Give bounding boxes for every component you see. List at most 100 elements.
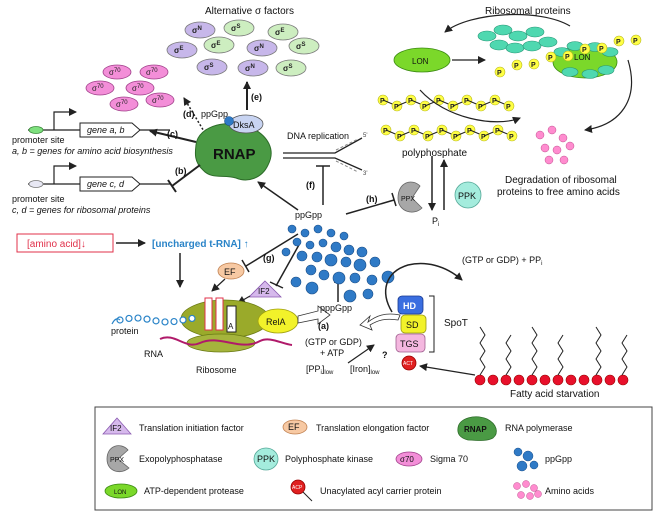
sigma70-label: σ70: [116, 100, 128, 109]
ppgpp-dot: [349, 272, 361, 284]
protein-tail: [111, 318, 121, 325]
trna-site-a: [226, 305, 237, 333]
ppgpp-mid-label: ppGpp: [295, 210, 322, 220]
lon-polyp-p-label: P: [633, 38, 638, 45]
ribosomal-protein: [581, 69, 599, 79]
ppgpp-dot: [340, 256, 352, 268]
sigma70-label: σ70: [146, 68, 158, 77]
polyp-unit: [503, 100, 515, 112]
legend-ppgpp-dot: [513, 447, 523, 457]
ppgpp-dot: [300, 228, 310, 238]
legend-aa-dot: [522, 480, 530, 488]
lon-polyp-unit: [511, 59, 523, 71]
inhibit-b-bar: [167, 179, 177, 193]
ppgpp-cluster: [281, 224, 395, 303]
polyp-p-label: P: [411, 128, 416, 135]
legend-lon-swatch: [104, 483, 138, 499]
polyp-p-label: P: [394, 104, 399, 111]
legend-aa-dot: [517, 491, 525, 499]
cycle-arrow-top: [444, 13, 571, 33]
lon-polyp-unit: [596, 42, 608, 54]
alt-sigma-ellipse: [246, 39, 278, 57]
ef-label: EF: [224, 267, 236, 277]
alt-sigma-label: σN: [254, 44, 264, 53]
degradation-label-2: proteins to free amino acids: [497, 187, 620, 198]
ppgpp-dot: [313, 224, 323, 234]
gene-cd-label: gene c, d: [87, 179, 125, 189]
label-g: (g): [263, 253, 275, 263]
ribosome-label: Ribosome: [196, 365, 237, 375]
dksa-label: DksA: [233, 120, 255, 130]
fatty-acid-chains: [474, 326, 629, 386]
label-d: (d): [183, 109, 195, 119]
spot-sd: [400, 314, 427, 334]
spot-label: SpoT: [444, 318, 468, 329]
legend-rnap-text: RNAP: [464, 425, 487, 434]
fatty-acid-head: [591, 374, 603, 386]
alt-sigma-ellipse: [166, 41, 198, 59]
prime-label-1: 5': [363, 133, 367, 139]
ppgpp-dot: [339, 231, 349, 241]
polyp-unit: [506, 130, 518, 142]
alt-sigma-item: σE: [267, 23, 299, 41]
ppgpp-dot: [287, 224, 297, 234]
lon-polyp-unit: [630, 34, 642, 46]
cycle-arrow-left: [419, 89, 521, 125]
alt-sigma-label: σN: [192, 26, 202, 35]
promoter-1-label: promoter site: [12, 135, 65, 145]
ppgpp-dot: [290, 276, 302, 288]
sigma70-item: σ70: [85, 80, 115, 96]
spot-hollow-arrow: [359, 313, 401, 331]
protein-residue: [179, 316, 187, 324]
ppgpp-dot: [332, 271, 346, 285]
dna-replication-label: DNA replication: [287, 131, 349, 141]
ppgpp-dot: [366, 274, 378, 286]
a-site-label: A: [228, 322, 234, 331]
inhibit-g-1: [245, 233, 299, 267]
ppgpp-dot: [356, 246, 368, 258]
ribosomal-protein: [489, 39, 509, 51]
legend-sigma70-label: Sigma 70: [430, 454, 468, 464]
protein-residue: [125, 314, 133, 323]
lon-polyp-p-label: P: [599, 46, 604, 53]
amino-acid-dot: [540, 143, 550, 153]
sigma70-item: σ70: [109, 96, 139, 112]
polyp-p-label: P: [436, 98, 441, 105]
fatty-acid-head: [539, 374, 551, 386]
legend-ef-label: Translation elongation factor: [316, 423, 429, 433]
legend-ppk-text: PPK: [257, 454, 275, 464]
alt-sigma-ellipse: [184, 21, 216, 39]
alt-sigma-ellipse: [196, 58, 228, 76]
legend-rnap-label: RNA polymerase: [505, 423, 573, 433]
arrow-ef-to-ribosome: [211, 278, 226, 292]
gtp-ppi-arrow: [384, 262, 463, 313]
amino-acid-dot: [565, 141, 575, 151]
protein-chain: [111, 314, 196, 326]
fatty-acid-tail: [595, 326, 602, 376]
gene-cd-box: [79, 176, 141, 192]
alt-sigma-label: σS: [283, 64, 293, 73]
sigma70-ellipse: [85, 80, 115, 96]
inhibit-g-2-bar: [269, 281, 284, 289]
cycle-arrow-right: [584, 59, 633, 133]
amino-acid-dot: [558, 133, 568, 143]
inhibit-b: [171, 164, 201, 187]
polyp-p-label: P: [492, 98, 497, 105]
protein-residue: [188, 314, 196, 323]
arrow-ppi-to-spot: [347, 344, 375, 364]
ribosomal-protein: [538, 36, 558, 48]
spot-act-label: ACT: [403, 361, 413, 367]
polyp-p-label: P: [425, 134, 430, 141]
legend-aa-label: Amino acids: [545, 486, 595, 496]
protein-residue: [152, 317, 160, 325]
promoter-site-2: [28, 180, 44, 188]
lon-polyp-p-label: P: [548, 55, 553, 62]
legend-rnap-swatch: [457, 416, 497, 441]
spot-act: [401, 355, 417, 371]
fatty-acid-label: Fatty acid starvation: [510, 389, 599, 400]
pppgpp-label: pppGpp: [320, 303, 352, 313]
spot-hd-label: HD: [403, 301, 416, 311]
alt-sigma-label: σS: [296, 42, 306, 51]
ppgpp-dot: [362, 288, 374, 300]
replication-fork: [283, 137, 363, 171]
